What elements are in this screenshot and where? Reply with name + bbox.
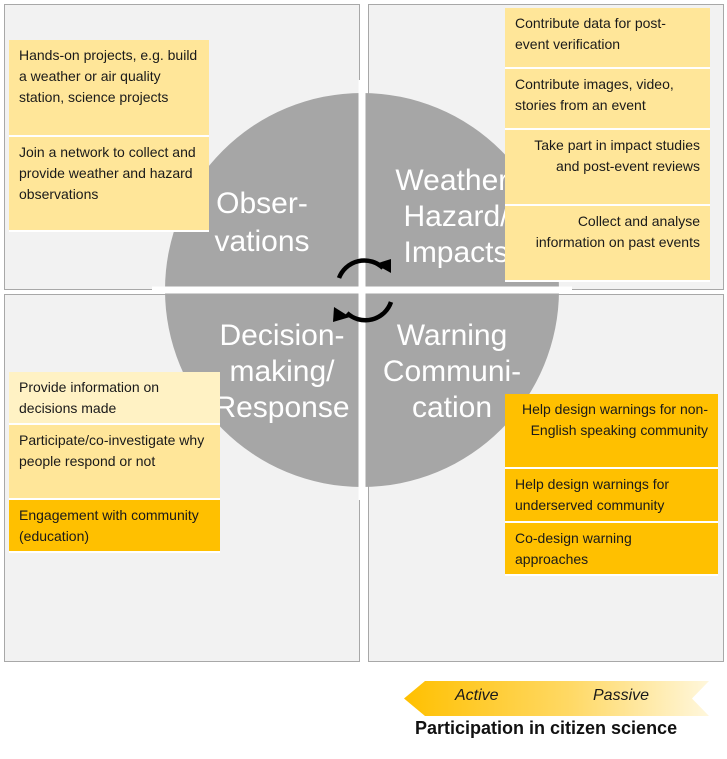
label-weather-1: Weather/: [395, 164, 517, 197]
label-weather-3: Impacts: [403, 236, 508, 269]
weather-item-4: Collect and analyse information on past …: [505, 206, 710, 282]
weather-item-3: Take part in impact studies and post-eve…: [505, 130, 710, 206]
label-decision-1: Decision-: [219, 319, 344, 352]
legend-caption: Participation in citizen science: [415, 718, 678, 738]
label-observations-2: vations: [214, 225, 309, 258]
decision-item-1: Provide information on decisions made: [9, 372, 220, 425]
label-warning-1: Warning: [397, 319, 508, 352]
label-weather-2: Hazard/: [403, 200, 509, 233]
observations-item-1: Hands-on projects, e.g. build a weather …: [9, 40, 209, 137]
label-warning-3: cation: [412, 391, 492, 424]
label-decision-3: Response: [214, 391, 349, 424]
participation-gradient-arrow: [404, 681, 709, 716]
weather-item-1: Contribute data for post-event verificat…: [505, 8, 710, 69]
warning-item-3: Co-design warning approaches: [505, 523, 718, 576]
label-observations-1: Obser-: [216, 187, 308, 220]
decision-item-2: Participate/co-investigate why people re…: [9, 425, 220, 500]
weather-item-2: Contribute images, video, stories from a…: [505, 69, 710, 130]
observations-item-2: Join a network to collect and provide we…: [9, 137, 209, 232]
warning-item-1: Help design warnings for non-English spe…: [505, 394, 718, 469]
legend-passive-label: Passive: [593, 687, 650, 704]
legend-active-label: Active: [455, 687, 499, 704]
label-warning-2: Communi-: [383, 355, 521, 388]
label-decision-2: making/: [229, 355, 335, 388]
decision-item-3: Engagement with community (education): [9, 500, 220, 553]
warning-item-2: Help design warnings for underserved com…: [505, 469, 718, 523]
